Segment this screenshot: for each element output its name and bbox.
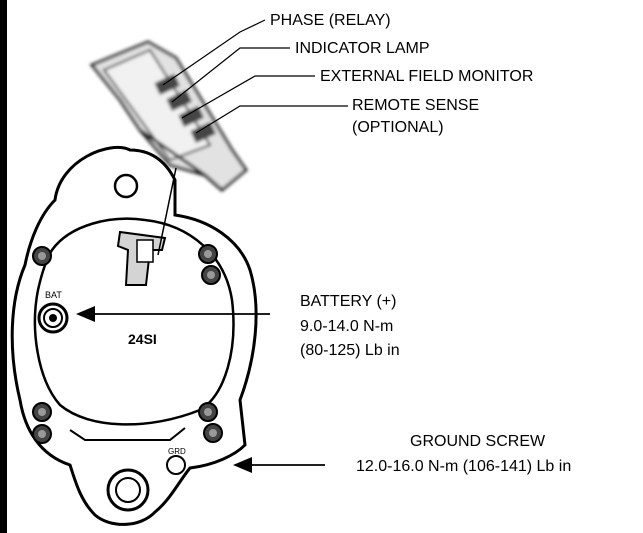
grd-mark: GRD	[168, 447, 186, 456]
connector-leaders	[162, 19, 348, 134]
battery-torque-lbin: (80-125) Lb in	[300, 342, 400, 359]
connector-plug	[89, 40, 249, 192]
battery-torque-nm: 9.0-14.0 N-m	[300, 318, 394, 335]
label-remote-sense-optional: (OPTIONAL)	[352, 119, 444, 136]
battery-terminal	[37, 302, 69, 334]
model-mark: 24SI	[128, 331, 157, 347]
battery-title: BATTERY (+)	[300, 293, 397, 310]
housing-bolts	[32, 244, 223, 444]
ground-screw	[166, 455, 186, 475]
ground-arrow	[233, 457, 325, 473]
label-field-monitor: EXTERNAL FIELD MONITOR	[320, 68, 534, 85]
ground-title: GROUND SCREW	[410, 433, 546, 450]
connector-pins	[154, 73, 216, 143]
ground-torque: 12.0-16.0 N-m (106-141) Lb in	[356, 458, 572, 475]
page-edge	[0, 0, 7, 533]
label-remote-sense: REMOTE SENSE	[352, 97, 480, 114]
bat-mark: BAT	[45, 290, 62, 300]
connector-leader	[157, 167, 177, 256]
regulator-socket	[116, 230, 167, 286]
pivot-hole	[113, 173, 139, 199]
alternator-housing	[10, 145, 258, 526]
battery-arrow	[76, 306, 270, 322]
label-phase: PHASE (RELAY)	[270, 12, 391, 29]
label-indicator: INDICATOR LAMP	[295, 40, 430, 57]
